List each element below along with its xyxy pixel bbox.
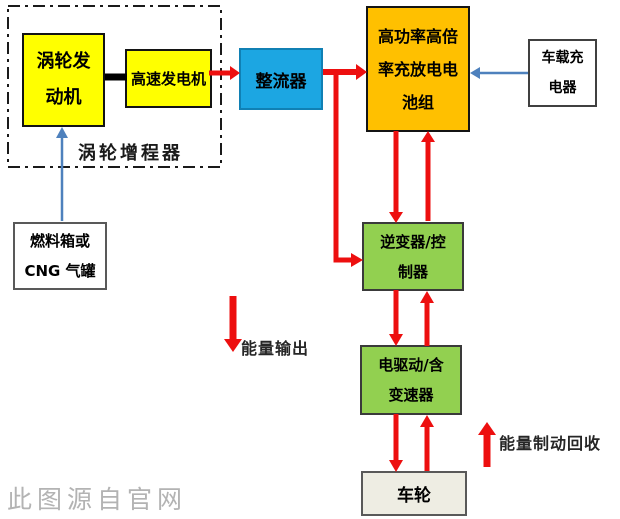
arrowhead-drive-to-inverter: [420, 291, 434, 303]
node-battery-pack-label-line2: 率充放电电: [377, 59, 458, 79]
node-inverter-controller-label-line2: 制器: [397, 262, 428, 281]
node-inverter-controller-label-line1: 逆变器/控: [380, 232, 446, 251]
arrowhead-inverter-to-battery: [421, 131, 435, 142]
arrowhead-wheel-to-drive: [420, 415, 434, 427]
node-electric-drive-label-line2: 变速器: [388, 386, 434, 404]
node-onboard-charger-label-line2: 电器: [548, 80, 577, 96]
node-battery-pack-label-line3: 池组: [401, 92, 434, 112]
node-wheel-label: 车轮: [397, 486, 431, 506]
arrow-rectifier-to-inverter: [333, 74, 351, 263]
node-electric-drive: 电驱动/含 变速器: [360, 345, 462, 415]
legend-brake-recovery-label: 能量制动回收: [499, 434, 602, 453]
node-fuel-tank-label-line1: 燃料箱或: [29, 232, 90, 250]
arrowhead-charger-to-battery: [470, 67, 480, 79]
node-battery-pack: 高功率高倍 率充放电电 池组: [366, 6, 470, 132]
node-fuel-tank-label-line2: CNG 气罐: [24, 262, 96, 280]
node-fuel-tank: 燃料箱或 CNG 气罐: [13, 222, 107, 290]
node-onboard-charger-label-line1: 车载充: [541, 50, 584, 66]
legend-energy-output-arrowhead: [224, 339, 242, 352]
range-extender-group-label: 涡轮增程器: [78, 143, 183, 164]
node-wheel: 车轮: [361, 471, 467, 516]
node-battery-pack-label-line1: 高功率高倍: [377, 26, 458, 46]
node-inverter-controller: 逆变器/控 制器: [362, 222, 464, 291]
legend-energy-output-label: 能量输出: [241, 339, 310, 358]
arrowhead-fuel-to-turbine: [56, 127, 68, 138]
node-high-speed-generator: 高速发电机: [125, 49, 212, 108]
node-turbine-engine: 涡轮发 动机: [22, 33, 105, 127]
node-rectifier-label: 整流器: [255, 71, 307, 92]
node-electric-drive-label-line1: 电驱动/含: [378, 356, 444, 374]
node-onboard-charger: 车载充 电器: [528, 39, 597, 107]
node-rectifier: 整流器: [239, 48, 323, 110]
legend-brake-recovery-arrowhead: [478, 422, 496, 435]
watermark-source-note: 此图源自官网: [7, 485, 188, 514]
node-turbine-engine-label-line2: 动机: [45, 87, 82, 108]
node-turbine-engine-label-line1: 涡轮发: [36, 51, 91, 72]
node-high-speed-generator-label: 高速发电机: [130, 70, 206, 88]
